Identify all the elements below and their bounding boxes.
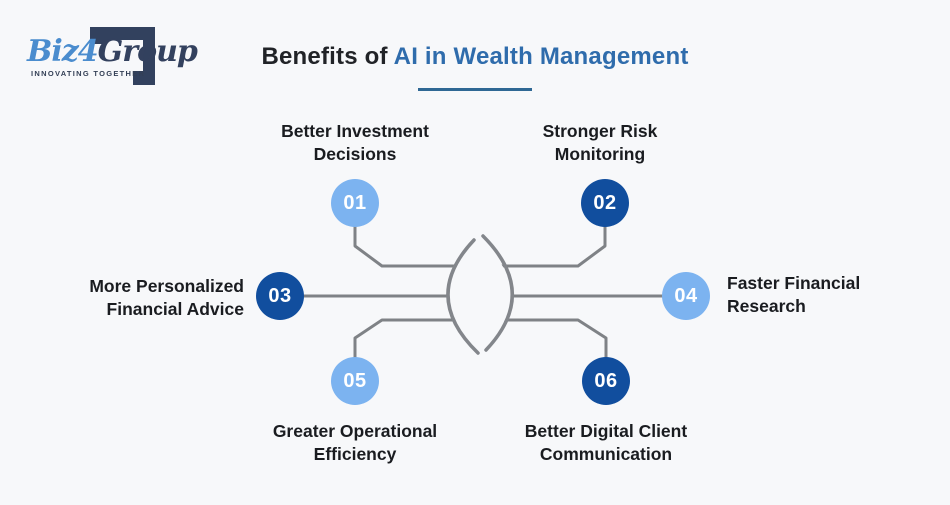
node-label-03: More Personalized Financial Advice	[89, 276, 244, 319]
logo-wordmark: Biz4Group	[27, 34, 198, 69]
node-circle-02: 02	[581, 179, 629, 227]
node-label-05: Greater Operational Efficiency	[272, 421, 438, 464]
node-label-02: Stronger Risk Monitoring	[542, 121, 658, 164]
node-circle-03: 03	[256, 272, 304, 320]
node-number: 06	[594, 369, 618, 392]
logo-bracket-icon	[143, 27, 155, 73]
node-circle-01: 01	[331, 179, 379, 227]
logo-tagline: INNOVATING TOGETHER	[31, 69, 146, 78]
logo-wordmark-biz4: Biz4	[27, 34, 99, 69]
lens-icon	[446, 238, 480, 355]
node-label-06: Better Digital Client Communication	[524, 421, 688, 464]
node-number: 03	[268, 284, 292, 307]
node-label-04: Faster Financial Research	[727, 273, 861, 316]
node-circle-04: 04	[662, 272, 710, 320]
node-circle-06: 06	[582, 357, 630, 405]
lens-icon	[481, 234, 514, 352]
node-number: 01	[343, 191, 367, 214]
logo-bracket-icon	[133, 71, 155, 85]
node-circle-05: 05	[331, 357, 379, 405]
lens-icon-fill	[448, 239, 511, 353]
node-number: 04	[674, 284, 698, 307]
logo-bracket-icon	[90, 27, 107, 44]
page-title: Benefits of AI in Wealth Management	[0, 43, 950, 71]
node-label-01: Better Investment Decisions	[281, 121, 429, 164]
logo-wordmark-group: Group	[97, 34, 198, 69]
node-number: 05	[343, 369, 367, 392]
page-title-prefix: Benefits of	[261, 43, 394, 70]
node-number: 02	[593, 191, 617, 214]
page-title-highlight: AI in Wealth Management	[393, 43, 689, 70]
title-underline	[418, 88, 532, 91]
